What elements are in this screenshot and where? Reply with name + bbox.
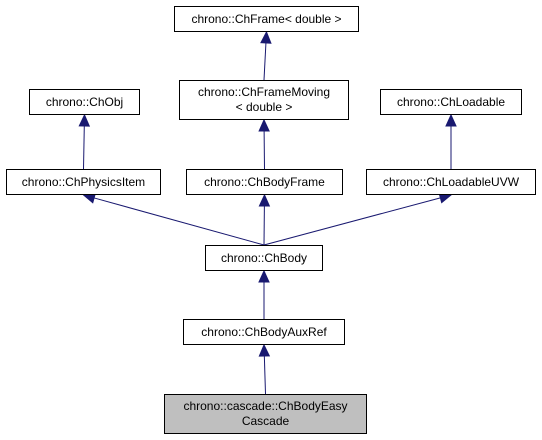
node-label-line-2: < double > [235,100,293,114]
edge-arrowhead [78,113,91,127]
node-chphysicsitem[interactable]: chrono::ChPhysicsItem [6,169,161,195]
node-chframemoving[interactable]: chrono::ChFrameMoving < double > [179,80,349,120]
edge-chphysicsitem-to-chobj [78,113,91,170]
edge-chbodyeasycascade-to-chbodyauxref [258,343,271,395]
edge-line [263,42,267,81]
node-label: chrono::ChFrame< double > [191,11,342,26]
node-label: chrono::ChLoadable [396,94,506,109]
node-chframe[interactable]: chrono::ChFrame< double > [174,6,359,32]
edge-line [263,355,266,395]
node-label-line-2: Cascade [241,414,290,428]
node-chloadableuvw[interactable]: chrono::ChLoadableUVW [366,169,536,195]
edge-arrowhead [260,30,272,44]
edge-chbody-to-chphysicsitem [82,192,265,246]
node-chbody[interactable]: chrono::ChBody [205,245,323,271]
edge-chbody-to-chbodyframe [258,193,271,246]
edge-line [263,197,441,246]
node-chbodyframe[interactable]: chrono::ChBodyFrame [186,169,343,195]
edge-arrowhead [445,113,457,127]
edge-chloadableuvw-to-chloadable [445,113,457,169]
node-label: chrono::ChObj [45,94,124,109]
node-label: chrono::ChBodyAuxRef [201,324,327,339]
node-label: chrono::ChBodyFrame [204,174,325,189]
edge-line [93,197,265,246]
node-label: chrono::ChBody [220,250,308,265]
edge-chbody-to-chloadableuvw [263,192,453,246]
edge-arrowhead [258,193,271,207]
node-label-line-1: chrono::cascade::ChBodyEasy [183,399,348,413]
node-chbodyauxref[interactable]: chrono::ChBodyAuxRef [183,319,345,345]
node-label-line-1: chrono::ChFrameMoving [197,85,331,99]
node-label: chrono::ChLoadableUVW [382,174,520,189]
edge-arrowhead [258,118,270,132]
edge-chframemoving-to-chframe [260,30,272,81]
node-chbodyeasycascade[interactable]: chrono::cascade::ChBodyEasy Cascade [164,394,367,434]
edge-arrowhead [258,343,271,357]
node-chloadable[interactable]: chrono::ChLoadable [380,89,522,115]
edge-line [83,125,85,170]
edge-chbodyframe-to-chframemoving [258,118,270,170]
node-chobj[interactable]: chrono::ChObj [29,89,140,115]
node-label: chrono::ChPhysicsItem [21,174,146,189]
edge-chbodyauxref-to-chbody [258,269,270,319]
edge-arrowhead [258,269,270,283]
